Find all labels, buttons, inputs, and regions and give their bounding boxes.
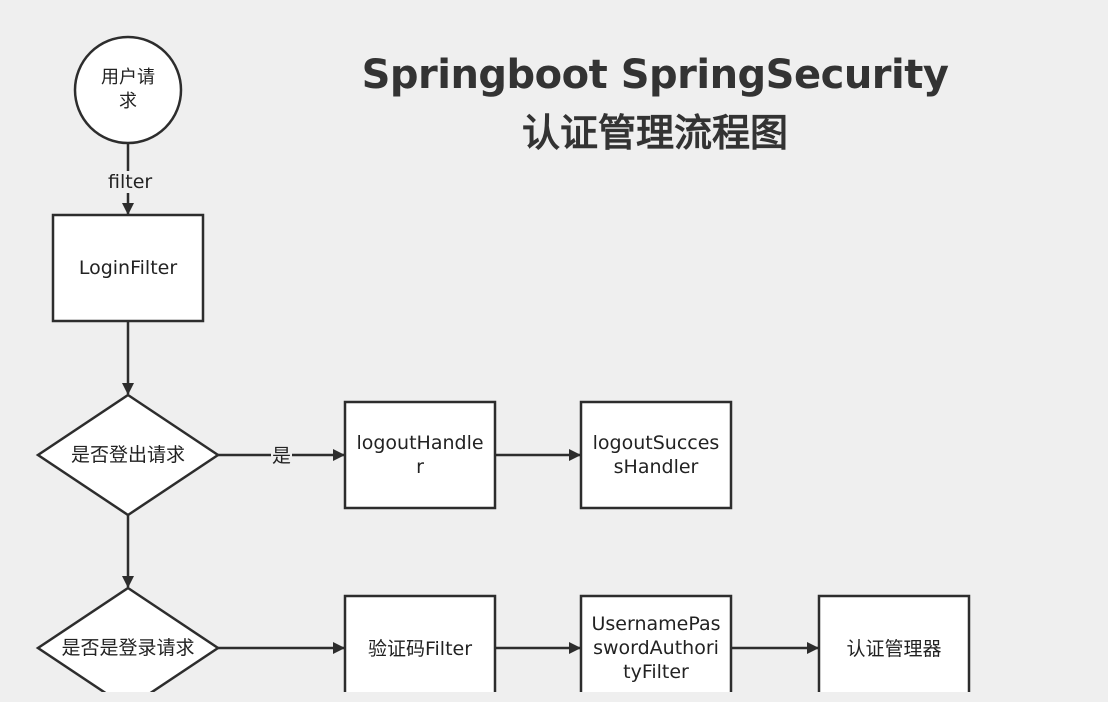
node-captcha-shape[interactable] <box>343 594 497 692</box>
node-login-check-label: 是否是登录请求 <box>61 637 195 659</box>
edge-label-filter: filter <box>107 171 154 193</box>
node-logouthandler-shape[interactable] <box>343 400 497 510</box>
node-authmanager-label: 认证管理器 <box>846 638 942 660</box>
node-user-request-shape[interactable] <box>73 35 183 145</box>
node-captcha-label: 验证码Filter <box>367 638 473 660</box>
node-authmanager-shape[interactable] <box>817 594 971 692</box>
node-upfilter-shape[interactable] <box>579 594 733 692</box>
node-user-request-label: 用户请求 <box>101 67 155 112</box>
edge-label-yes: 是 <box>271 445 293 467</box>
diagram-title-line2: 认证管理流程图 <box>521 111 788 155</box>
node-loginfilter-shape[interactable] <box>51 213 205 323</box>
node-login-check-shape[interactable] <box>35 586 221 692</box>
node-upfilter-label: UsernamePasswordAuthorityFilter <box>591 613 721 683</box>
node-logoutsuccess-label: logoutSuccessHandler <box>592 432 720 478</box>
node-logouthandler-label: logoutHandler <box>356 432 484 478</box>
node-loginfilter-label: LoginFilter <box>78 257 178 279</box>
node-logout-check-label: 是否登出请求 <box>70 444 185 466</box>
node-logoutsuccess-shape[interactable] <box>579 400 733 510</box>
node-logout-check-shape[interactable] <box>35 393 221 517</box>
diagram-title-line1: Springboot SpringSecurity <box>361 52 949 98</box>
